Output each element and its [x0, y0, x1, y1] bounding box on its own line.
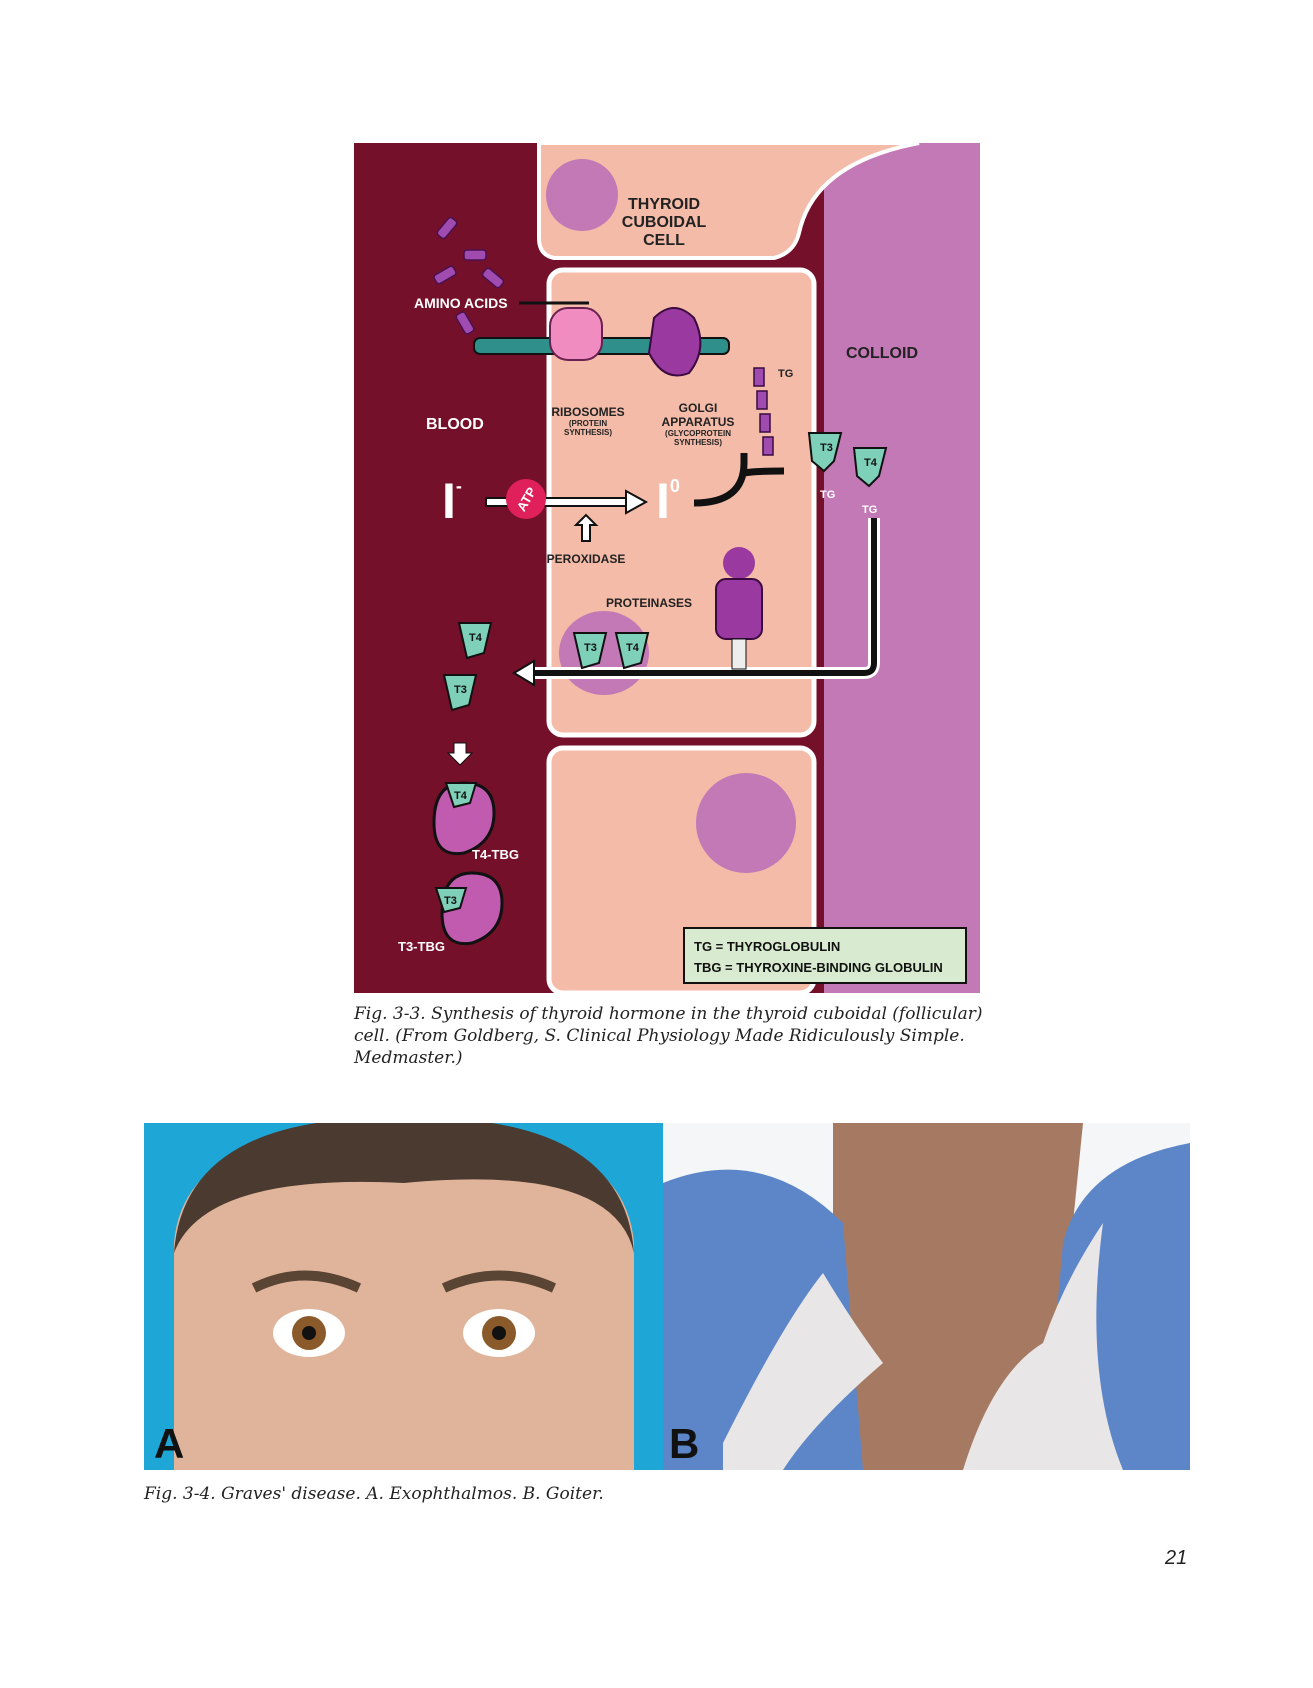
- golgi-apparatus: [647, 307, 702, 377]
- proteinase-worker: [715, 547, 763, 670]
- colloid-region: [824, 143, 980, 993]
- svg-text:TBG = THYROXINE-BINDING GLOBUL: TBG = THYROXINE-BINDING GLOBULIN: [694, 960, 943, 975]
- svg-text:SYNTHESIS): SYNTHESIS): [674, 438, 722, 447]
- svg-text:T4: T4: [864, 457, 878, 469]
- iodide-symbol: I-: [442, 473, 462, 529]
- svg-text:T4: T4: [454, 790, 468, 802]
- exophthalmos-photo: A: [144, 1123, 663, 1470]
- thyroid-synthesis-diagram: THYROID CUBOIDAL CELL AMINO ACIDS BLOOD …: [354, 143, 980, 993]
- svg-text:PROTEINASES: PROTEINASES: [606, 596, 692, 610]
- svg-text:APPARATUS: APPARATUS: [662, 415, 735, 429]
- svg-text:T4: T4: [626, 642, 640, 654]
- svg-text:(GLYCOPROTEIN: (GLYCOPROTEIN: [665, 429, 731, 438]
- panel-label-a: A: [154, 1420, 185, 1467]
- ribosome: [549, 307, 603, 361]
- goiter-photo: B: [663, 1123, 1190, 1470]
- colloid-label: COLLOID: [846, 345, 918, 362]
- svg-text:TG: TG: [862, 504, 877, 516]
- svg-text:TG: TG: [778, 368, 793, 380]
- svg-text:THYROID: THYROID: [628, 196, 700, 213]
- svg-text:T3: T3: [454, 684, 467, 696]
- svg-text:SYNTHESIS): SYNTHESIS): [564, 428, 612, 437]
- nucleus: [696, 773, 796, 873]
- legend-box: TG = THYROGLOBULIN TBG = THYROXINE-BINDIN…: [683, 927, 967, 984]
- svg-text:T3: T3: [444, 895, 457, 907]
- figure-3-4-caption: Fig. 3-4. Graves' disease. A. Exophthalm…: [144, 1484, 604, 1504]
- figure-3-3-caption: Fig. 3-3. Synthesis of thyroid hormone i…: [354, 1004, 983, 1068]
- t4-tbg-complex: T4: [432, 781, 496, 856]
- amino-acids-label: AMINO ACIDS: [414, 295, 508, 311]
- svg-text:(PROTEIN: (PROTEIN: [569, 419, 607, 428]
- svg-text:GOLGI: GOLGI: [679, 401, 718, 415]
- svg-text:CELL: CELL: [643, 232, 685, 249]
- upper-cell: [537, 143, 920, 260]
- svg-text:T3: T3: [584, 642, 597, 654]
- svg-text:PEROXIDASE: PEROXIDASE: [547, 552, 626, 566]
- svg-text:RIBOSOMES: RIBOSOMES: [551, 405, 624, 419]
- svg-text:TG: TG: [820, 489, 835, 501]
- nucleus: [546, 159, 618, 231]
- page-number: 21: [1165, 1547, 1188, 1569]
- svg-text:T4-TBG: T4-TBG: [472, 847, 519, 862]
- svg-text:T4: T4: [469, 632, 483, 644]
- blood-label: BLOOD: [426, 416, 484, 433]
- svg-text:T3-TBG: T3-TBG: [398, 939, 445, 954]
- t3-tbg-complex: T3: [434, 871, 504, 946]
- svg-text:CUBOIDAL: CUBOIDAL: [622, 214, 707, 231]
- graves-disease-photos: A B: [144, 1123, 1190, 1470]
- iodine-symbol: I0: [656, 473, 680, 529]
- svg-text:TG = THYROGLOBULIN: TG = THYROGLOBULIN: [694, 939, 840, 954]
- amino-acid-pills: [433, 216, 505, 335]
- panel-label-b: B: [669, 1420, 700, 1467]
- atp-badge: [506, 479, 546, 519]
- svg-text:T3: T3: [820, 442, 833, 454]
